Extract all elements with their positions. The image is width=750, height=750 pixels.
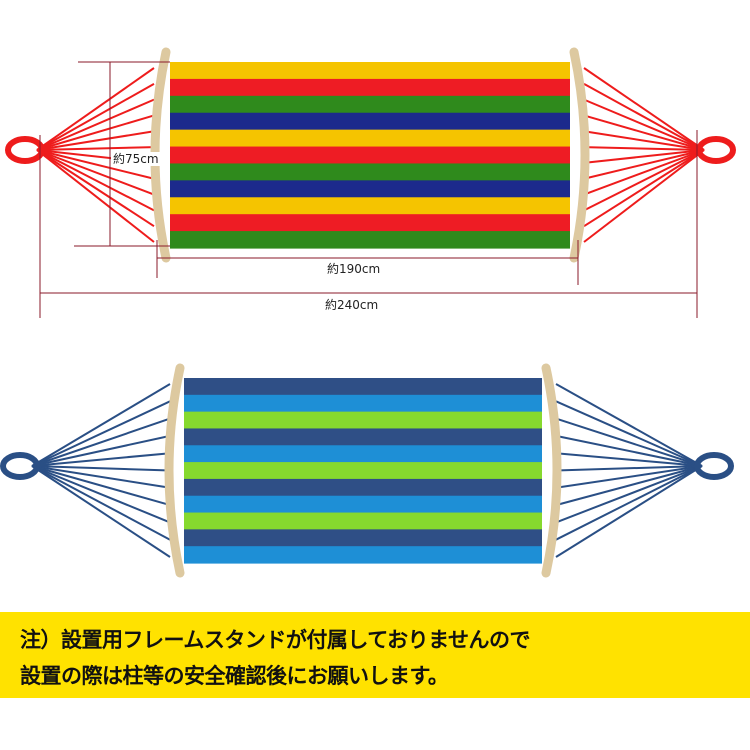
rope — [555, 465, 703, 541]
stripe — [184, 428, 542, 446]
left-spreader-bar — [164, 363, 185, 578]
fabric — [170, 62, 570, 249]
fabric-length-dimension-label: 約190cm — [325, 262, 383, 276]
right-spreader-bar — [541, 363, 562, 578]
right-ropes — [583, 67, 705, 243]
left-loop — [0, 452, 40, 480]
rope — [31, 417, 171, 467]
stripe — [170, 78, 570, 97]
rope — [36, 130, 155, 151]
right-loop — [694, 452, 734, 480]
rope — [583, 149, 705, 212]
rope — [31, 465, 171, 472]
stripe — [184, 378, 542, 396]
rope — [36, 149, 155, 212]
rope — [31, 400, 171, 467]
rope — [583, 130, 705, 151]
rope — [31, 465, 171, 489]
left-ropes — [36, 67, 155, 243]
rope — [555, 465, 703, 472]
stripe — [184, 411, 542, 430]
rope — [583, 98, 705, 151]
rope — [31, 465, 171, 541]
stripe — [184, 495, 542, 514]
rope — [555, 465, 703, 558]
rope — [555, 400, 703, 467]
notice-line-2: 設置の際は柱等の安全確認後にお願いします。 — [20, 664, 449, 688]
width-dimension-label: 約75cm — [111, 152, 161, 166]
stripe — [170, 95, 570, 114]
hammock-diagram — [0, 47, 736, 578]
rope — [36, 146, 155, 151]
rope — [555, 383, 703, 467]
notice-line-1: 注）設置用フレームスタンドが付属しておりませんので — [20, 628, 530, 652]
rope — [583, 149, 705, 243]
rope — [31, 465, 171, 507]
left-ropes — [31, 383, 171, 558]
rope — [583, 149, 705, 196]
rope — [555, 465, 703, 524]
rope — [31, 434, 171, 467]
hammock-rainbow — [5, 47, 736, 263]
rope — [555, 452, 703, 467]
total-length-dimension-label: 約240cm — [323, 298, 381, 312]
rope — [555, 465, 703, 507]
rope — [36, 149, 155, 180]
stripe — [170, 112, 570, 131]
rope — [36, 114, 155, 151]
rope — [583, 67, 705, 151]
rope — [36, 149, 155, 243]
fabric — [184, 378, 542, 564]
stripe — [184, 478, 542, 497]
stripe — [184, 462, 542, 480]
rope — [36, 149, 155, 196]
rope — [583, 149, 705, 228]
dimension-lines — [39, 61, 698, 318]
rope — [31, 465, 171, 524]
stripe — [170, 129, 570, 148]
rope — [583, 82, 705, 151]
rope — [36, 67, 155, 151]
rope — [555, 434, 703, 467]
stripe — [184, 512, 542, 530]
stripe — [170, 180, 570, 198]
rope — [583, 114, 705, 151]
stripe — [170, 197, 570, 215]
rope — [36, 82, 155, 151]
stripe — [170, 62, 570, 80]
rope — [555, 465, 703, 489]
rope — [31, 383, 171, 467]
stripe — [170, 146, 570, 165]
rope — [31, 465, 171, 558]
stripe — [170, 231, 570, 249]
stripe — [184, 445, 542, 463]
rope — [583, 149, 705, 164]
left-loop — [5, 136, 45, 164]
rope — [31, 452, 171, 467]
right-spreader-bar — [569, 47, 590, 263]
rope — [583, 146, 705, 151]
stripe — [184, 529, 542, 547]
stripe — [170, 163, 570, 181]
rope — [583, 149, 705, 180]
notice-banner: 注）設置用フレームスタンドが付属しておりませんので 設置の際は柱等の安全確認後に… — [0, 612, 750, 698]
right-loop — [696, 136, 736, 164]
stripe — [184, 394, 542, 413]
rope — [555, 417, 703, 467]
rope — [36, 98, 155, 151]
rope — [36, 149, 155, 228]
stripe — [170, 214, 570, 232]
right-ropes — [555, 383, 703, 558]
hammock-blue-green — [0, 363, 734, 578]
stripe — [184, 546, 542, 564]
